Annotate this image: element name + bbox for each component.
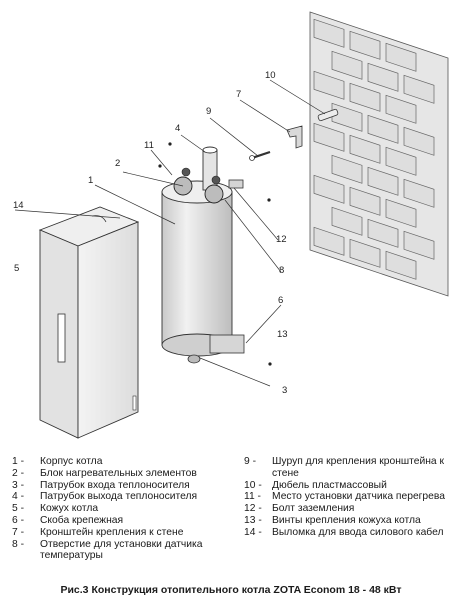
callout-10: 10 [265, 70, 276, 81]
legend-item: 12 - Болт заземления [244, 503, 454, 515]
legend-item: 13 - Винты крепления кожуха котла [244, 515, 454, 527]
callout-9: 9 [206, 106, 211, 117]
brick [313, 174, 345, 204]
legend-item: 14 - Выломка для ввода силового кабел [244, 527, 454, 539]
brick [367, 166, 399, 196]
legend-text: Скоба крепежная [40, 514, 124, 526]
legend-num: 2 - [12, 467, 25, 479]
brick [367, 218, 399, 248]
callout-6: 6 [278, 295, 283, 306]
brick-wall [309, 11, 449, 297]
brick [385, 198, 417, 228]
brick [349, 238, 381, 268]
brick [403, 126, 435, 156]
leader-lines [14, 79, 326, 387]
legend-text: Болт заземления [272, 503, 355, 515]
legend-num: 12 - [244, 503, 262, 515]
brick [331, 50, 363, 80]
brick [367, 114, 399, 144]
legend-text: Винты крепления кожуха котла [272, 514, 421, 526]
legend-num: 8 - [12, 538, 25, 550]
legend-text: Патрубок выхода теплоносителя [40, 491, 198, 503]
brick [385, 146, 417, 176]
legend-item: 8 - Отверстие для установки датчика темпе… [12, 539, 230, 563]
callout-11: 11 [144, 140, 154, 151]
legend-num: 6 - [12, 514, 25, 526]
boiler-casing [38, 206, 140, 439]
legend-item: 4 - Патрубок выхода теплоносителя [12, 491, 230, 503]
brick [313, 18, 345, 48]
brick [403, 178, 435, 208]
legend-num: 1 - [12, 456, 25, 467]
callout-5: 5 [14, 263, 19, 274]
legend-column-right: 9 - Шуруп для крепления кронштейна к стен… [244, 456, 454, 539]
brick [313, 226, 345, 256]
wall-bracket [286, 125, 303, 149]
heating-element-block [173, 167, 244, 204]
legend-text: Блок нагревательных элементов [40, 467, 197, 479]
legend-item: 5 - Кожух котла [12, 503, 230, 515]
brick [385, 94, 417, 124]
legend-text: Шуруп для крепления кронштейна к стене [272, 456, 445, 479]
brick [349, 30, 381, 60]
brick [367, 62, 399, 92]
brick [349, 134, 381, 164]
figure-caption: Рис.3 Конструкция отопительного котла ZO… [60, 584, 402, 596]
brick [313, 70, 345, 100]
callout-14: 14 [13, 200, 24, 211]
legend-item: 10 - Дюбель пластмассовый [244, 480, 454, 492]
legend-num: 5 - [12, 503, 25, 515]
brick [385, 42, 417, 72]
legend-text: Корпус котла [40, 456, 103, 467]
legend-text: Дюбель пластмассовый [272, 479, 387, 491]
callout-2: 2 [115, 158, 120, 169]
legend-text: Патрубок входа теплоносителя [40, 479, 190, 491]
legend-item: 6 - Скоба крепежная [12, 515, 230, 527]
dowel [317, 108, 339, 122]
legend-item: 7 - Кронштейн крепления к стене [12, 527, 230, 539]
boiler-exploded-diagram: 1 2 3 4 5 6 7 8 9 10 11 12 13 14 [13, 11, 449, 439]
legend-item: 2 - Блок нагревательных элементов [12, 468, 230, 480]
brick [403, 230, 435, 260]
casing-screw [158, 164, 162, 168]
legend-text: Кронштейн крепления к стене [40, 526, 184, 538]
legend-num: 7 - [12, 526, 25, 538]
callout-3: 3 [282, 385, 287, 396]
legend-num: 4 - [12, 491, 25, 503]
brick [349, 186, 381, 216]
callout-8: 8 [279, 265, 284, 276]
callout-13: 13 [277, 329, 288, 340]
brick [403, 74, 435, 104]
legend-item: 3 - Патрубок входа теплоносителя [12, 480, 230, 492]
screw [249, 150, 271, 161]
casing-screw [268, 362, 272, 366]
legend-text: Место установки датчика перегрева [272, 491, 445, 503]
legend-text: Выломка для ввода силового кабел [272, 526, 444, 538]
casing-screw [168, 142, 172, 146]
legend-num: 14 - [244, 526, 262, 538]
brick [313, 122, 345, 152]
legend-item: 1 - Корпус котла [12, 456, 230, 468]
casing-screw [267, 198, 271, 202]
callout-7: 7 [236, 89, 241, 100]
legend-text: Кожух котла [40, 503, 99, 515]
legend-num: 13 - [244, 514, 262, 526]
callout-1: 1 [88, 175, 93, 186]
legend-num: 11 - [244, 491, 261, 503]
legend-text: Отверстие для установки датчика температ… [40, 538, 203, 562]
legend-item: 11 - Место установки датчика перегрева [244, 491, 454, 503]
legend-num: 3 - [12, 479, 25, 491]
brick [331, 206, 363, 236]
brick [331, 154, 363, 184]
legend-num: 10 - [244, 479, 262, 491]
brick [349, 82, 381, 112]
legend-column-left: 1 - Корпус котла 2 - Блок нагревательных э… [12, 456, 230, 562]
callout-12: 12 [276, 234, 287, 245]
legend-num: 9 - [244, 456, 257, 467]
legend-item: 9 - Шуруп для крепления кронштейна к стен… [244, 456, 454, 480]
callout-4: 4 [175, 123, 180, 134]
brick [385, 250, 417, 280]
